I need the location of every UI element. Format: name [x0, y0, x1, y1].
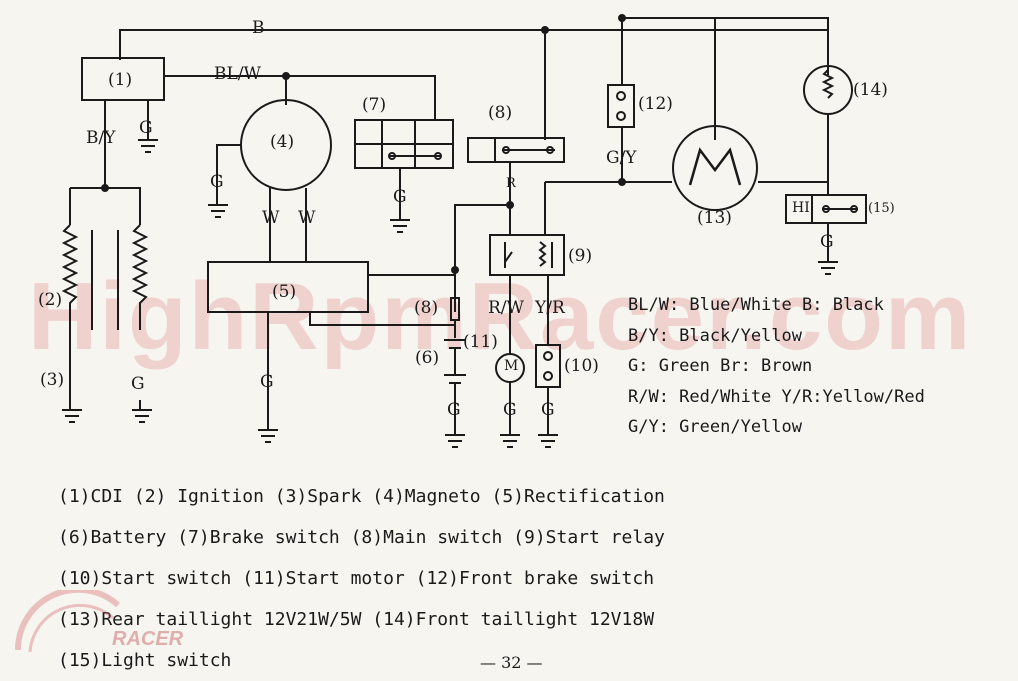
page-number: — 32 —	[480, 653, 543, 672]
legend-line: BL/W: Blue/White B: Black	[628, 295, 884, 315]
wire-label-y-r: Y/R	[535, 298, 565, 318]
wire-r-to-battery	[454, 204, 510, 300]
rectifier-box	[207, 261, 369, 313]
wire-rect-low	[309, 312, 455, 326]
contact	[546, 146, 554, 154]
legend-line: R/W: Red/White Y/R:Yellow/Red	[628, 386, 925, 407]
caption-line: (10)Start switch (11)Start motor (12)Fro…	[58, 568, 655, 589]
main-switch-box	[467, 137, 565, 163]
component-captions: (1)CDI (2) Ignition (3)Spark (4)Magneto …	[58, 476, 665, 681]
wire-label-g: G	[260, 372, 274, 392]
wire-bl-w	[164, 75, 436, 120]
contact	[434, 152, 442, 160]
wire-label-b-y: B/Y	[86, 128, 116, 148]
caption-line: (13)Rear taillight 12V21W/5W (14)Front t…	[58, 609, 655, 630]
ground-symbol	[500, 434, 520, 448]
relay-contact	[504, 242, 513, 268]
wire-label-g: G	[210, 172, 224, 192]
component-1-label: (1)	[108, 70, 133, 90]
light-switch	[785, 194, 867, 224]
wire-label-g: G	[139, 118, 153, 138]
component-8-label: (8)	[488, 103, 513, 123]
coil-core	[91, 230, 119, 330]
watermark: HighRpmRacer.com	[28, 263, 973, 370]
ground-symbol	[208, 204, 228, 218]
ground-symbol	[818, 261, 838, 275]
cdi-box	[81, 57, 165, 101]
wire-label-g-y: G/Y	[606, 148, 637, 168]
contact	[616, 111, 626, 121]
component-7-label: (7)	[362, 95, 387, 115]
caption-line: (6)Battery (7)Brake switch (8)Main switc…	[58, 527, 665, 548]
wiring-diagram	[61, 14, 867, 448]
component-9-label: (9)	[568, 246, 593, 266]
wire-label-r: R	[506, 176, 516, 191]
switch-label-hi: HI	[792, 200, 810, 216]
component-8b-label: (8)	[414, 298, 439, 318]
wire-label-g: G	[447, 400, 461, 420]
wire-magneto-g	[216, 144, 241, 205]
coil-right	[131, 224, 149, 330]
wire-label-g: G	[503, 400, 517, 420]
component-14-label: (14)	[853, 80, 888, 100]
ground-symbol	[132, 409, 152, 423]
ground-symbol	[138, 139, 158, 153]
component-13-label: (13)	[697, 208, 732, 228]
ground-symbol	[258, 429, 278, 443]
rear-taillight	[672, 125, 758, 211]
wire-label-bl-w: BL/W	[214, 64, 261, 84]
contact	[502, 146, 510, 154]
contact	[850, 205, 858, 213]
wire-label-r-w: R/W	[488, 298, 525, 318]
wire-label-g: G	[131, 374, 145, 394]
brake-switch-divider	[355, 120, 453, 168]
wire-label-g: G	[393, 187, 407, 207]
motor-label-m: M	[504, 358, 519, 374]
ground-symbol	[62, 409, 82, 423]
legend-line: G: Green Br: Brown	[628, 356, 813, 376]
wire-label-g: G	[541, 400, 555, 420]
racer-logo	[14, 590, 120, 653]
ground-symbol	[538, 434, 558, 448]
logo-text: RACER	[112, 628, 184, 650]
component-15-label: (15)	[868, 201, 895, 216]
ground-symbol	[445, 434, 465, 448]
component-3-label: (3)	[40, 370, 65, 390]
wire-label-g: G	[820, 232, 834, 252]
caption-line: (15)Light switch	[58, 650, 232, 671]
contact	[388, 152, 396, 160]
legend-line: G/Y: Green/Yellow	[628, 417, 802, 437]
contact	[543, 371, 553, 381]
wire-label-w: W	[262, 208, 280, 228]
legend-line: B/Y: Black/Yellow	[628, 325, 802, 346]
contact	[543, 351, 553, 361]
component-11-label: (11)	[463, 332, 498, 352]
wire-label-b: B	[252, 18, 265, 38]
filament	[688, 147, 742, 186]
start-relay	[489, 234, 565, 276]
component-10-label: (10)	[564, 356, 599, 376]
color-legend: BL/W: Blue/White B: Black B/Y: Black/Yel…	[628, 290, 925, 443]
ground-symbol	[390, 219, 410, 233]
caption-line: (1)CDI (2) Ignition (3)Spark (4)Magneto …	[58, 486, 665, 507]
battery-plates	[444, 374, 466, 384]
component-6-label: (6)	[415, 348, 440, 368]
component-2-label: (2)	[38, 290, 63, 310]
relay-coil	[538, 241, 547, 267]
wire-coil-top	[69, 187, 141, 225]
component-5-label: (5)	[272, 282, 297, 302]
wire-rect-out	[368, 274, 456, 312]
coil-left	[61, 224, 79, 375]
contact	[822, 205, 830, 213]
component-4-label: (4)	[270, 132, 295, 152]
filament	[821, 69, 835, 99]
wire-label-w: W	[298, 208, 316, 228]
contact	[616, 91, 626, 101]
component-12-label: (12)	[638, 94, 673, 114]
wire-b-top2	[622, 17, 829, 75]
